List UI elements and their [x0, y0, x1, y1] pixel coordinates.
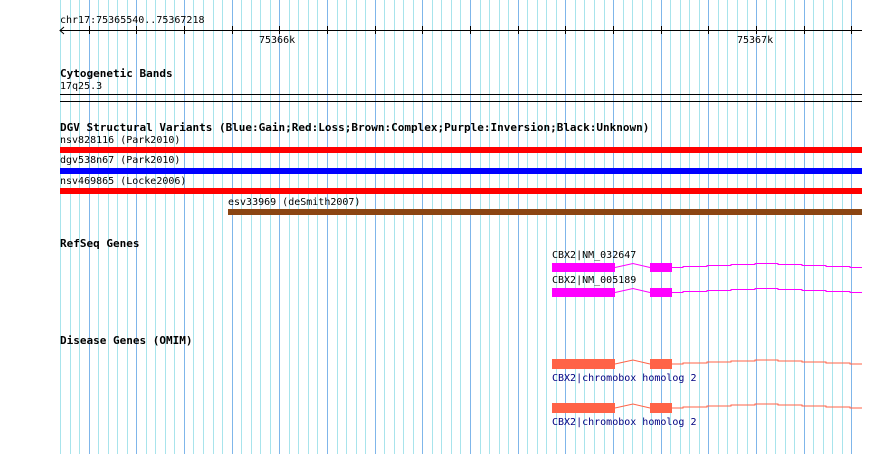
- track-title-dgv[interactable]: DGV Structural Variants (Blue:Gain;Red:L…: [60, 121, 650, 134]
- variant-label: nsv828116 (Park2010): [60, 135, 181, 146]
- intron: [614, 262, 651, 268]
- intron: [614, 359, 651, 365]
- variant-bar-loss[interactable]: [60, 147, 862, 153]
- tick-label: 75367k: [737, 35, 774, 46]
- exon[interactable]: [552, 263, 615, 272]
- utr-line: [672, 359, 862, 365]
- exon[interactable]: [650, 263, 672, 272]
- intron: [614, 287, 651, 293]
- gene-label: CBX2|NM_032647: [552, 250, 637, 261]
- utr-line: [672, 288, 862, 293]
- strand-arrow-icon: [59, 26, 65, 35]
- intron: [614, 403, 651, 409]
- gene-label: CBX2|NM_005189: [552, 275, 637, 286]
- exon[interactable]: [650, 403, 672, 413]
- track-title-cytogenetic[interactable]: Cytogenetic Bands: [60, 67, 173, 80]
- variant-bar-loss[interactable]: [60, 188, 862, 194]
- exon[interactable]: [650, 359, 672, 369]
- disease-gene-label[interactable]: CBX2|chromobox homolog 2: [552, 417, 697, 428]
- exon[interactable]: [650, 288, 672, 297]
- variant-label: nsv469865 (Locke2006): [60, 176, 187, 187]
- exon[interactable]: [552, 288, 615, 297]
- variant-label: esv33969 (deSmith2007): [228, 197, 361, 208]
- tick-label: 75366k: [259, 35, 296, 46]
- region-label: chr17:75365540..75367218: [60, 15, 205, 26]
- track-title-omim[interactable]: Disease Genes (OMIM): [60, 334, 193, 347]
- track-divider: [60, 101, 862, 102]
- disease-gene-label[interactable]: CBX2|chromobox homolog 2: [552, 373, 697, 384]
- cytoband-label: 17q25.3: [60, 81, 103, 92]
- variant-bar-gain[interactable]: [60, 168, 862, 174]
- track-title-refseq[interactable]: RefSeq Genes: [60, 237, 140, 250]
- variant-bar-complex[interactable]: [228, 209, 862, 215]
- variant-label: dgv538n67 (Park2010): [60, 155, 181, 166]
- utr-line: [672, 403, 862, 409]
- exon[interactable]: [552, 403, 615, 413]
- exon[interactable]: [552, 359, 615, 369]
- cytoband-line: [60, 94, 862, 95]
- utr-line: [672, 263, 862, 268]
